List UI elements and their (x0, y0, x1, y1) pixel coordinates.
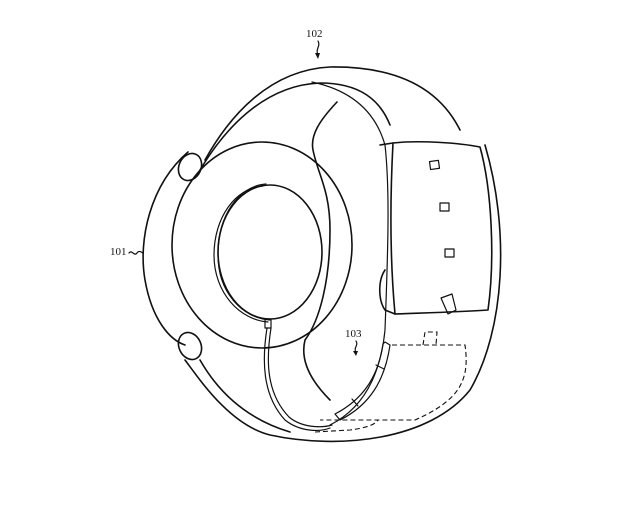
housing-outer-arc (142, 151, 189, 346)
sleeve-mark-1 (375, 364, 385, 370)
upper-lug (177, 152, 203, 182)
puck-rim-1 (213, 185, 269, 323)
puck-face (217, 184, 323, 320)
clasp-side (378, 142, 396, 315)
label-102: 102 (306, 28, 323, 40)
lower-lug (177, 331, 203, 361)
sleeve-mark-2 (351, 398, 359, 407)
band-hole-3 (444, 248, 455, 258)
band-hole-1 (428, 159, 441, 171)
leader-101-icon (128, 250, 144, 255)
puck-outer-ring (171, 141, 353, 349)
clasp-panel (390, 140, 493, 315)
clasp-pin (440, 293, 457, 315)
band-outer-edge (204, 66, 461, 161)
band-inner-lower (199, 359, 291, 433)
leader-102-arrow-icon (315, 40, 320, 59)
label-103: 103 (345, 328, 362, 340)
band-strip (311, 81, 389, 426)
charging-cable-2 (267, 327, 333, 428)
band-hole-2 (439, 202, 450, 212)
label-101: 101 (110, 246, 127, 258)
puck-rim-2 (217, 183, 271, 321)
cable-sleeve (334, 341, 391, 421)
charging-cable (263, 327, 331, 431)
internal-component-outline (320, 344, 467, 421)
internal-connector (422, 331, 438, 346)
band-inner-panel (303, 101, 338, 401)
band-inner-edge (199, 82, 391, 171)
internal-component-lower (314, 419, 379, 433)
cable-connector (264, 318, 272, 329)
leader-103-arrow-icon (353, 340, 358, 356)
band-right-edge (184, 144, 502, 443)
